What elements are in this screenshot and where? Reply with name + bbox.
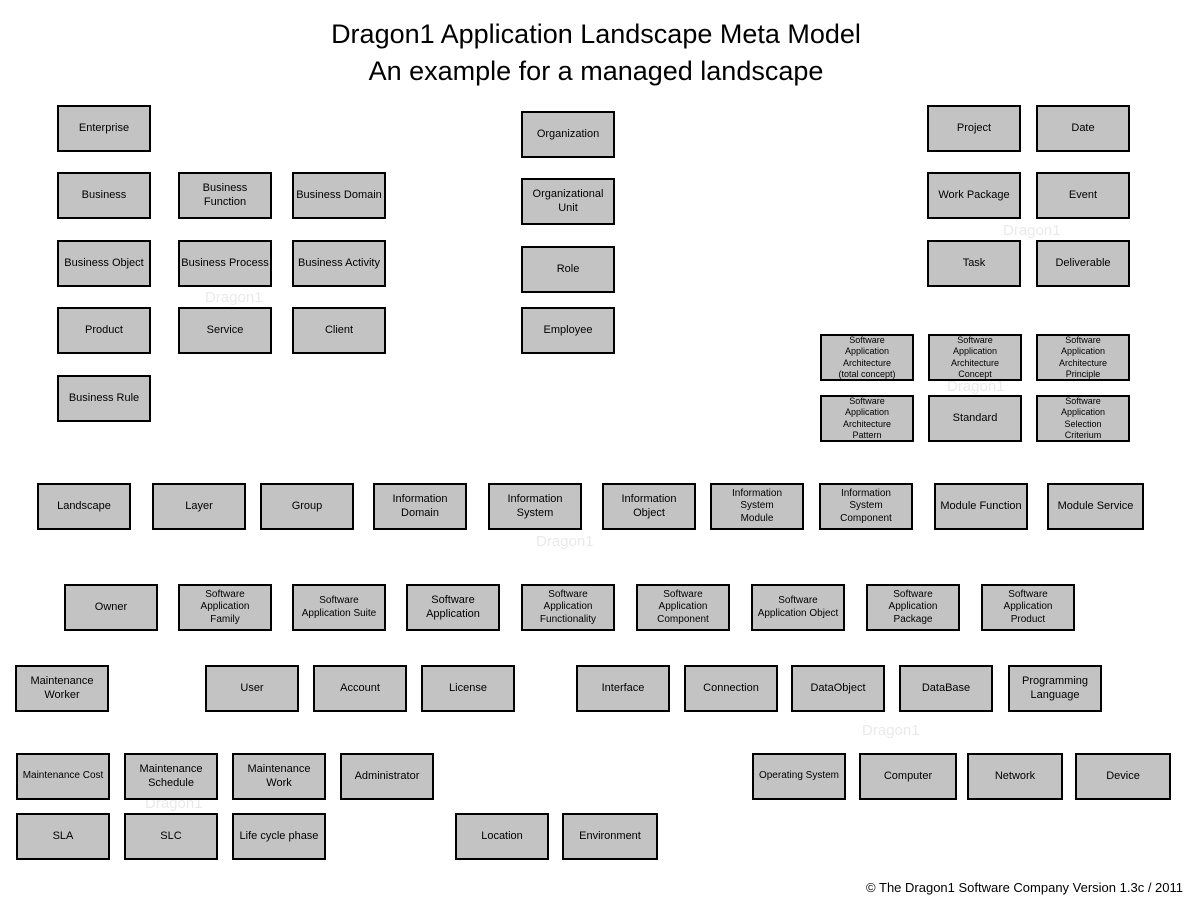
- box-layer[interactable]: Layer: [152, 483, 246, 530]
- dragon1-watermark: Dragon1: [205, 289, 263, 306]
- diagram-title-line1: Dragon1 Application Landscape Meta Model: [331, 19, 861, 49]
- box-user[interactable]: User: [205, 665, 299, 712]
- box-software-application-family[interactable]: Software Application Family: [178, 584, 272, 631]
- box-software-application-functionality[interactable]: Software Application Functionality: [521, 584, 615, 631]
- box-maintenance-cost[interactable]: Maintenance Cost: [16, 753, 110, 800]
- box-maintenance-worker[interactable]: Maintenance Worker: [15, 665, 109, 712]
- dragon1-watermark: Dragon1: [536, 533, 594, 550]
- box-work-package[interactable]: Work Package: [927, 172, 1021, 219]
- box-maintenance-work[interactable]: Maintenance Work: [232, 753, 326, 800]
- box-module-function[interactable]: Module Function: [934, 483, 1028, 530]
- box-location[interactable]: Location: [455, 813, 549, 860]
- box-software-application-package[interactable]: Software Application Package: [866, 584, 960, 631]
- diagram-title: Dragon1 Application Landscape Meta Model…: [0, 16, 1192, 90]
- box-slc[interactable]: SLC: [124, 813, 218, 860]
- box-network[interactable]: Network: [967, 753, 1063, 800]
- dragon1-watermark: Dragon1: [862, 722, 920, 739]
- box-information-system-component[interactable]: Information System Component: [819, 483, 913, 530]
- box-environment[interactable]: Environment: [562, 813, 658, 860]
- box-information-system-module[interactable]: Information System Module: [710, 483, 804, 530]
- box-business-activity[interactable]: Business Activity: [292, 240, 386, 287]
- box-business-object[interactable]: Business Object: [57, 240, 151, 287]
- box-standard[interactable]: Standard: [928, 395, 1022, 442]
- copyright-text: © The Dragon1 Software Company Version 1…: [866, 880, 1183, 895]
- box-programming-language[interactable]: Programming Language: [1008, 665, 1102, 712]
- box-deliverable[interactable]: Deliverable: [1036, 240, 1130, 287]
- box-client[interactable]: Client: [292, 307, 386, 354]
- box-information-system[interactable]: Information System: [488, 483, 582, 530]
- dragon1-watermark: Dragon1: [1003, 222, 1061, 239]
- box-database[interactable]: DataBase: [899, 665, 993, 712]
- box-task[interactable]: Task: [927, 240, 1021, 287]
- box-business-domain[interactable]: Business Domain: [292, 172, 386, 219]
- box-information-domain[interactable]: Information Domain: [373, 483, 467, 530]
- box-interface[interactable]: Interface: [576, 665, 670, 712]
- diagram-title-line2: An example for a managed landscape: [368, 56, 824, 86]
- box-dataobject[interactable]: DataObject: [791, 665, 885, 712]
- box-role[interactable]: Role: [521, 246, 615, 293]
- box-software-application-suite[interactable]: Software Application Suite: [292, 584, 386, 631]
- box-device[interactable]: Device: [1075, 753, 1171, 800]
- box-group[interactable]: Group: [260, 483, 354, 530]
- box-project[interactable]: Project: [927, 105, 1021, 152]
- box-computer[interactable]: Computer: [859, 753, 957, 800]
- box-employee[interactable]: Employee: [521, 307, 615, 354]
- box-license[interactable]: License: [421, 665, 515, 712]
- box-software-application-architecture-principle[interactable]: Software Application Architecture Princi…: [1036, 334, 1130, 381]
- box-service[interactable]: Service: [178, 307, 272, 354]
- box-landscape[interactable]: Landscape: [37, 483, 131, 530]
- box-account[interactable]: Account: [313, 665, 407, 712]
- box-enterprise[interactable]: Enterprise: [57, 105, 151, 152]
- box-operating-system[interactable]: Operating System: [752, 753, 846, 800]
- box-product[interactable]: Product: [57, 307, 151, 354]
- box-software-application-component[interactable]: Software Application Component: [636, 584, 730, 631]
- box-business-function[interactable]: Business Function: [178, 172, 272, 219]
- box-business[interactable]: Business: [57, 172, 151, 219]
- box-software-application-architecture-concept[interactable]: Software Application Architecture Concep…: [928, 334, 1022, 381]
- box-event[interactable]: Event: [1036, 172, 1130, 219]
- box-maintenance-schedule[interactable]: Maintenance Schedule: [124, 753, 218, 800]
- dragon1-watermark: Dragon1: [947, 378, 1005, 395]
- box-connection[interactable]: Connection: [684, 665, 778, 712]
- box-life-cycle-phase[interactable]: Life cycle phase: [232, 813, 326, 860]
- box-software-application-architecture-total-concept[interactable]: Software Application Architecture (total…: [820, 334, 914, 381]
- box-organizational-unit[interactable]: Organizational Unit: [521, 178, 615, 225]
- box-software-application[interactable]: Software Application: [406, 584, 500, 631]
- box-date[interactable]: Date: [1036, 105, 1130, 152]
- box-module-service[interactable]: Module Service: [1047, 483, 1144, 530]
- box-administrator[interactable]: Administrator: [340, 753, 434, 800]
- box-owner[interactable]: Owner: [64, 584, 158, 631]
- box-business-rule[interactable]: Business Rule: [57, 375, 151, 422]
- box-software-application-product[interactable]: Software Application Product: [981, 584, 1075, 631]
- box-software-application-architecture-pattern[interactable]: Software Application Architecture Patter…: [820, 395, 914, 442]
- box-business-process[interactable]: Business Process: [178, 240, 272, 287]
- box-organization[interactable]: Organization: [521, 111, 615, 158]
- box-software-application-selection-criterium[interactable]: Software Application Selection Criterium: [1036, 395, 1130, 442]
- box-software-application-object[interactable]: Software Application Object: [751, 584, 845, 631]
- box-information-object[interactable]: Information Object: [602, 483, 696, 530]
- box-sla[interactable]: SLA: [16, 813, 110, 860]
